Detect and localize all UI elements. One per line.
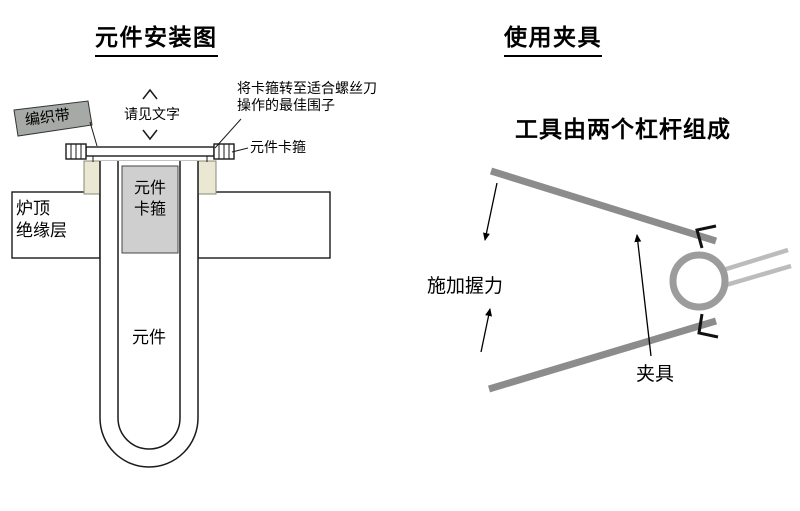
clamp-pointer-arrow	[634, 234, 652, 357]
furnace-roof-line2: 绝缘层	[16, 221, 67, 240]
lever-bottom	[487, 317, 718, 393]
element-clamp-block-label: 元件 卡箍	[122, 178, 178, 220]
right-diagram-title: 使用夹具	[504, 18, 602, 57]
installation-diagram	[11, 88, 331, 468]
lever-top	[489, 167, 718, 245]
insulation-slab-left	[11, 191, 101, 259]
left-diagram-title: 元件安装图	[95, 18, 218, 57]
chevron-down-icon	[142, 129, 158, 141]
clamp-block-line1: 元件	[133, 180, 166, 197]
element-rod-top	[722, 247, 789, 273]
braided-band-leader-line	[89, 121, 98, 147]
clamp-tool-diagram	[480, 167, 792, 393]
lever-hook-bottom	[697, 313, 719, 339]
clamp-label: 夹具	[636, 364, 675, 385]
element-clamp-block	[121, 165, 179, 254]
apply-grip-label: 施加握力	[427, 276, 504, 297]
furnace-roof-line1: 炉顶	[16, 199, 50, 218]
rotate-note-line2: 操作的最佳围子	[237, 97, 335, 113]
squeeze-arrow-bottom	[480, 308, 492, 353]
grip-ring	[669, 251, 729, 311]
rotate-note-line1: 将卡箍转至适合螺丝刀	[237, 80, 377, 96]
squeeze-arrow-top	[483, 182, 498, 241]
rotate-note-leader-line	[214, 118, 242, 149]
chevron-up-icon	[142, 88, 158, 100]
braided-band-shape	[13, 100, 93, 137]
lever-hook-top	[695, 224, 717, 249]
clamp-screw-left	[65, 143, 87, 160]
element-label: 元件	[132, 328, 166, 347]
element-clamp-leader-line	[231, 147, 249, 153]
element-rod-bottom	[725, 263, 792, 288]
see-text-label: 请见文字	[124, 106, 180, 122]
clamp-block-line2: 卡箍	[133, 201, 166, 218]
furnace-roof-label: 炉顶 绝缘层	[16, 198, 67, 242]
element-clamp-label: 元件卡箍	[250, 139, 306, 155]
tool-description-text: 工具由两个杠杆组成	[515, 116, 731, 142]
insulation-slab-right	[197, 191, 331, 259]
clamp-band-bar	[85, 146, 215, 157]
rotate-note-text: 将卡箍转至适合螺丝刀 操作的最佳围子	[237, 80, 377, 114]
